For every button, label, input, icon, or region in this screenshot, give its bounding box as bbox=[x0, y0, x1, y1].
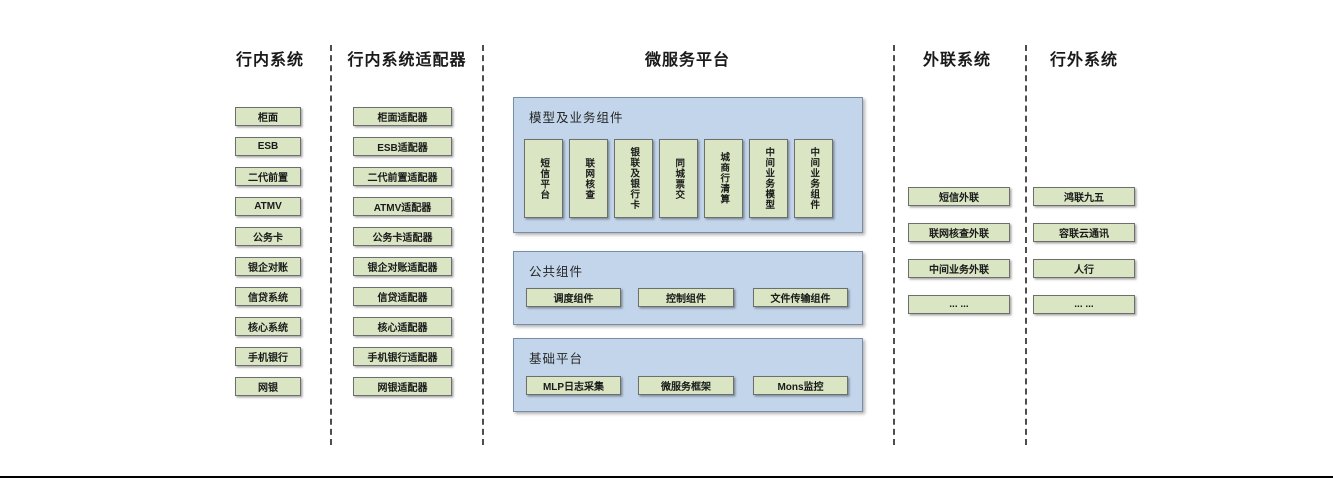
base-platform-box: Mons监控 bbox=[753, 376, 848, 395]
header-inner-adapters: 行内系统适配器 bbox=[347, 52, 467, 69]
inner-system-box: 手机银行 bbox=[235, 347, 301, 366]
outside-system-box: 容联云通讯 bbox=[1033, 223, 1135, 242]
outside-system-box: 人行 bbox=[1033, 259, 1135, 278]
adapter-box: ESB适配器 bbox=[353, 137, 452, 156]
adapter-box: 手机银行适配器 bbox=[353, 347, 452, 366]
panel-base-platform: 基础平台 MLP日志采集 微服务框架 Mons监控 bbox=[513, 338, 863, 412]
common-component-box: 调度组件 bbox=[526, 288, 621, 307]
dashed-separator-4 bbox=[1025, 45, 1027, 445]
inner-system-box: 二代前置 bbox=[235, 167, 301, 186]
panel-common-components: 公共组件 调度组件 控制组件 文件传输组件 bbox=[513, 251, 863, 325]
inner-system-box: 银企对账 bbox=[235, 257, 301, 276]
panel-label: 模型及业务组件 bbox=[529, 111, 624, 125]
adapter-box: 二代前置适配器 bbox=[353, 167, 452, 186]
inner-system-box: 公务卡 bbox=[235, 227, 301, 246]
adapter-box: ATMV适配器 bbox=[353, 197, 452, 216]
inner-system-box: ATMV bbox=[235, 197, 301, 216]
inner-system-box: ESB bbox=[235, 137, 301, 156]
model-component-box: 中间业务组件 bbox=[794, 139, 833, 218]
model-component-box: 银联及银行卡 bbox=[614, 139, 653, 218]
adapter-box: 网银适配器 bbox=[353, 377, 452, 396]
inner-system-box: 信贷系统 bbox=[235, 287, 301, 306]
model-component-box: 城商行清算 bbox=[704, 139, 743, 218]
dashed-separator-1 bbox=[330, 45, 332, 445]
inner-system-box: 网银 bbox=[235, 377, 301, 396]
header-platform: 微服务平台 bbox=[644, 52, 730, 69]
external-link-box: 联网核查外联 bbox=[908, 223, 1010, 242]
outside-system-box: ... ... bbox=[1033, 295, 1135, 314]
model-component-box: 联网核查 bbox=[569, 139, 608, 218]
panel-label: 基础平台 bbox=[529, 352, 584, 366]
adapter-box: 核心适配器 bbox=[353, 317, 452, 336]
inner-system-box: 核心系统 bbox=[235, 317, 301, 336]
external-link-box: 中间业务外联 bbox=[908, 259, 1010, 278]
header-external-link: 外联系统 bbox=[922, 52, 991, 69]
common-component-box: 控制组件 bbox=[638, 288, 734, 307]
adapter-box: 信贷适配器 bbox=[353, 287, 452, 306]
adapter-box: 公务卡适配器 bbox=[353, 227, 452, 246]
model-component-box: 中间业务模型 bbox=[749, 139, 788, 218]
model-component-box: 同城票交 bbox=[659, 139, 698, 218]
dashed-separator-3 bbox=[893, 45, 895, 445]
base-platform-box: MLP日志采集 bbox=[526, 376, 621, 395]
dashed-separator-2 bbox=[482, 45, 484, 445]
adapter-box: 柜面适配器 bbox=[353, 107, 452, 126]
header-inner-systems: 行内系统 bbox=[235, 52, 304, 69]
adapter-box: 银企对账适配器 bbox=[353, 257, 452, 276]
panel-label: 公共组件 bbox=[529, 265, 584, 279]
outside-system-box: 鸿联九五 bbox=[1033, 187, 1135, 206]
external-link-box: 短信外联 bbox=[908, 187, 1010, 206]
base-platform-box: 微服务框架 bbox=[638, 376, 734, 395]
common-component-box: 文件传输组件 bbox=[753, 288, 848, 307]
panel-model-business: 模型及业务组件 短信平台 联网核查 银联及银行卡 同城票交 城商行清算 中间业务… bbox=[513, 97, 863, 233]
inner-system-box: 柜面 bbox=[235, 107, 301, 126]
bottom-divider-line bbox=[0, 476, 1333, 478]
model-component-box: 短信平台 bbox=[524, 139, 563, 218]
external-link-box: ... ... bbox=[908, 295, 1010, 314]
header-outside-systems: 行外系统 bbox=[1049, 52, 1118, 69]
